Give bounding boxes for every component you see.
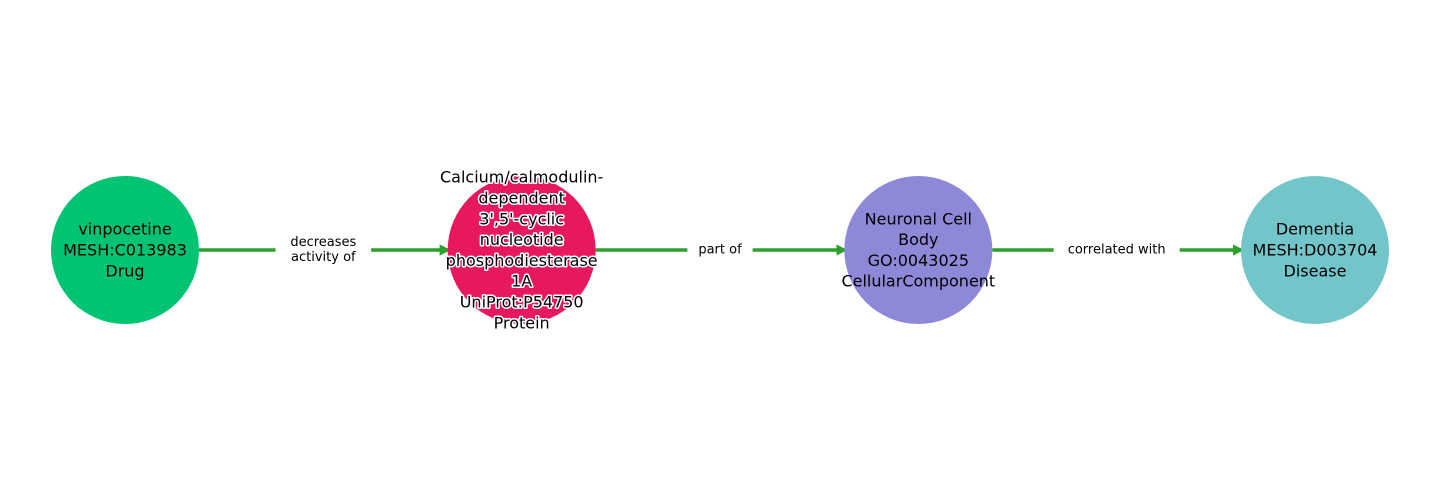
node-label-line: dependent <box>478 189 565 208</box>
node-circle[interactable] <box>447 176 596 324</box>
edge-label-background <box>687 240 753 260</box>
edge-label-text: activity of <box>291 250 356 265</box>
node-label-line: Disease <box>1284 261 1347 280</box>
edge-label: correlated with <box>1053 240 1180 260</box>
edge-label-text: decreases <box>290 235 356 250</box>
node-label-line: 3',5'-cyclic <box>479 209 564 228</box>
node-label-line: Dementia <box>1276 220 1354 239</box>
node-label-line: phosphodiesterase <box>446 251 598 270</box>
node-label-line: GO:0043025 <box>868 251 969 270</box>
node-label-line: Body <box>898 230 938 249</box>
edge-label-background <box>1053 240 1180 260</box>
node-label-line: Calcium/calmodulin- <box>440 168 603 187</box>
node-protein[interactable]: Calcium/calmodulin-dependent3',5'-cyclic… <box>439 166 605 334</box>
node-label-line: MESH:C013983 <box>63 241 187 260</box>
edge-label: part of <box>687 240 753 260</box>
node-label-line: Protein <box>494 313 550 332</box>
node-label-line: nucleotide <box>480 230 564 249</box>
node-label-line: Neuronal Cell <box>865 209 972 228</box>
node-circle[interactable] <box>1241 176 1389 324</box>
node-label-line: 1A <box>511 272 532 291</box>
node-label-line: CellularComponent <box>841 272 995 291</box>
node-label-line: Drug <box>105 261 144 280</box>
node-label-line: UniProt:P54750 <box>460 293 584 312</box>
edge-label-background <box>275 233 372 267</box>
node-circle[interactable] <box>51 176 199 324</box>
node-circle[interactable] <box>844 176 993 324</box>
node-label-line: vinpocetine <box>78 220 171 239</box>
edge-label-text: part of <box>698 243 742 258</box>
node-cellularcomponent[interactable]: Neuronal CellBodyGO:0043025CellularCompo… <box>841 176 995 324</box>
node-label-line: MESH:D003704 <box>1253 241 1378 260</box>
edge-label-text: correlated with <box>1068 243 1166 258</box>
